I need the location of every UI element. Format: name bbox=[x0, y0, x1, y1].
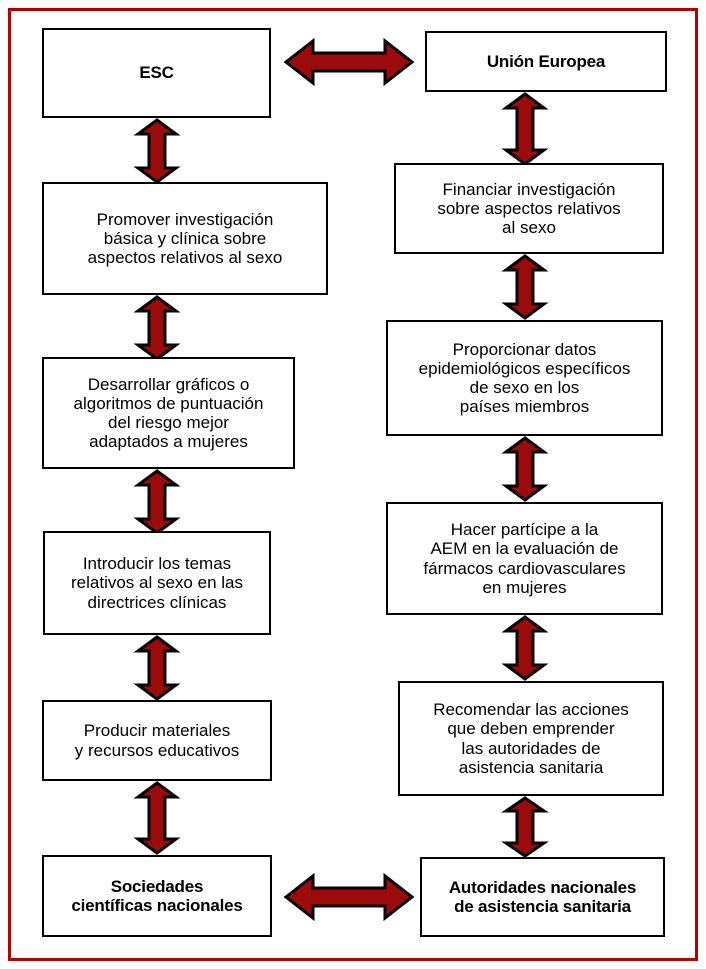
arrow-proporcionar-to-hacer-participe bbox=[500, 436, 550, 502]
node-promover-investigacion: Promover investigación básica y clínica … bbox=[42, 182, 328, 295]
arrow-union-europea-to-financiar bbox=[500, 92, 550, 166]
node-sociedades-label: Sociedades científicas nacionales bbox=[71, 876, 243, 915]
node-financiar-label: Financiar investigación sobre aspectos r… bbox=[437, 179, 621, 238]
node-proporcionar-label: Proporcionar datos epidemiológicos espec… bbox=[418, 339, 631, 417]
arrow-sociedades-to-autoridades bbox=[283, 872, 415, 922]
arrow-desarrollar-to-introducir bbox=[132, 469, 182, 535]
arrow-producir-to-sociedades bbox=[132, 781, 182, 855]
node-desarrollar-graficos: Desarrollar gráficos o algoritmos de pun… bbox=[42, 357, 295, 469]
arrow-introducir-to-producir bbox=[132, 635, 182, 701]
node-producir-label: Producir materiales y recursos educativo… bbox=[74, 721, 240, 760]
arrow-financiar-to-proporcionar bbox=[500, 254, 550, 320]
node-proporcionar-datos: Proporcionar datos epidemiológicos espec… bbox=[386, 320, 663, 436]
node-introducir-temas: Introducir los temas relativos al sexo e… bbox=[43, 531, 271, 635]
node-hacer-participe-label: Hacer partícipe a la AEM en la evaluació… bbox=[423, 520, 626, 597]
node-hacer-participe-aem: Hacer partícipe a la AEM en la evaluació… bbox=[386, 502, 663, 615]
node-esc: ESC bbox=[42, 28, 271, 118]
node-esc-label: ESC bbox=[139, 63, 174, 83]
arrow-promover-to-desarrollar bbox=[132, 295, 182, 361]
node-recomendar-acciones: Recomendar las acciones que deben empren… bbox=[398, 681, 664, 796]
arrow-esc-to-promover bbox=[132, 118, 182, 184]
node-promover-label: Promover investigación básica y clínica … bbox=[87, 209, 283, 268]
arrow-hacer-participe-to-recomendar bbox=[500, 615, 550, 681]
node-desarrollar-label: Desarrollar gráficos o algoritmos de pun… bbox=[73, 374, 264, 452]
node-union-europea-label: Unión Europea bbox=[486, 51, 606, 71]
node-sociedades-cientificas: Sociedades científicas nacionales bbox=[42, 855, 272, 937]
arrow-esc-to-union-europea bbox=[283, 37, 415, 87]
diagram-frame-border bbox=[8, 8, 698, 961]
node-autoridades-nacionales: Autoridades nacionales de asistencia san… bbox=[420, 857, 665, 937]
node-financiar-investigacion: Financiar investigación sobre aspectos r… bbox=[394, 163, 664, 254]
node-autoridades-label: Autoridades nacionales de asistencia san… bbox=[448, 877, 637, 916]
node-producir-materiales: Producir materiales y recursos educativo… bbox=[42, 700, 272, 781]
node-union-europea: Unión Europea bbox=[425, 31, 667, 92]
node-recomendar-label: Recomendar las acciones que deben empren… bbox=[433, 700, 629, 777]
node-introducir-label: Introducir los temas relativos al sexo e… bbox=[71, 554, 243, 612]
arrow-recomendar-to-autoridades bbox=[500, 796, 550, 858]
